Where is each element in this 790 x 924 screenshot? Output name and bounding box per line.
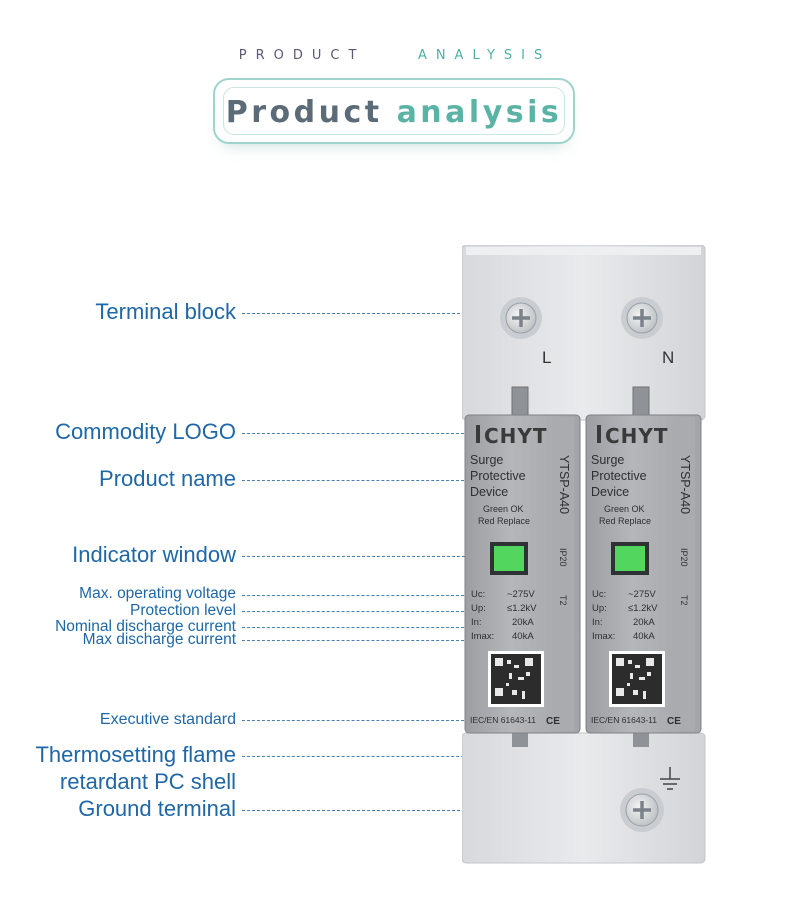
terminal-screw-n [621, 297, 663, 339]
leader-nominal-discharge [242, 627, 474, 628]
leader-commodity-logo [242, 433, 474, 434]
leader-product-name [242, 480, 474, 481]
spec-imax-key-2: Imax: [592, 631, 615, 642]
standard-label: IEC/EN 61643-11 [470, 715, 536, 725]
spec-imax-key: Imax: [471, 631, 494, 642]
product-name-line3-2: Device [591, 485, 629, 499]
terminal-screw-l [500, 297, 542, 339]
indicator-window-2 [615, 546, 645, 571]
pole-n-label: N [662, 348, 674, 367]
spec-in-key: In: [471, 617, 482, 628]
product-name-line1: Surge [470, 453, 503, 467]
ground-symbol-icon [660, 767, 680, 790]
section-title: Product analysis [215, 95, 573, 130]
spec-up-key: Up: [471, 603, 486, 614]
surge-protective-device: L N CHYT Surge Protective Device Green O… [462, 245, 706, 864]
ground-terminal-screw [620, 788, 664, 832]
label-executive-standard: Executive standard [99, 711, 236, 728]
section-title-frame: Product analysis [213, 78, 575, 144]
subtitle-part-b: ANALYSIS [417, 48, 552, 63]
pole-l-label: L [542, 348, 551, 367]
ip-rating-2: IP20 [679, 548, 689, 567]
indicator-window [494, 546, 524, 571]
leader-thermosetting [242, 756, 514, 757]
spec-uc-key-2: Uc: [592, 589, 606, 600]
spec-uc-value: ~275V [507, 589, 535, 600]
model-number-2: YTSP-A40 [678, 455, 692, 514]
product-name-line2-2: Protective [591, 469, 647, 483]
label-thermosetting-line1: Thermosetting flame [35, 742, 236, 767]
spec-in-key-2: In: [592, 617, 603, 628]
spec-in-value-2: 20kA [633, 617, 655, 628]
label-max-operating-voltage: Max. operating voltage [79, 585, 236, 602]
spec-in-value: 20kA [512, 617, 534, 628]
spec-imax-value-2: 40kA [633, 631, 655, 642]
product-name-line1-2: Surge [591, 453, 624, 467]
label-nominal-discharge: Nominal discharge current [55, 618, 236, 635]
ce-mark-2: CE [667, 716, 681, 727]
leader-protection-level [242, 611, 474, 612]
leader-max-discharge [242, 640, 474, 641]
type-class-2: T2 [679, 595, 689, 606]
brand-logo-2: CHYT [605, 424, 669, 448]
standard-label-2: IEC/EN 61643-11 [591, 715, 657, 725]
product-name-line2: Protective [470, 469, 526, 483]
spec-imax-value: 40kA [512, 631, 534, 642]
label-commodity-logo: Commodity LOGO [55, 419, 236, 444]
spec-up-key-2: Up: [592, 603, 607, 614]
label-max-discharge: Max discharge current [82, 631, 236, 648]
label-protection-level: Protection level [130, 602, 236, 619]
leader-terminal-block [242, 313, 510, 314]
leader-max-operating-voltage [242, 595, 474, 596]
module-1: CHYT Surge Protective Device Green OK Re… [464, 414, 581, 734]
indicator-legend-replace: Red Replace [478, 516, 530, 526]
type-class: T2 [558, 595, 568, 606]
leader-ground-terminal [242, 810, 620, 811]
label-thermosetting-line2: retardant PC shell [59, 769, 236, 794]
product-name-line3: Device [470, 485, 508, 499]
section-subtitle: PRODUCT ANALYSIS [0, 48, 790, 63]
label-ground-terminal: Ground terminal [78, 796, 236, 821]
brand-logo: CHYT [484, 424, 548, 448]
title-part-b: analysis [396, 95, 563, 130]
title-part-a: Product [225, 95, 383, 130]
qr-code [488, 651, 544, 707]
spec-up-value-2: ≤1.2kV [628, 603, 658, 614]
spec-up-value: ≤1.2kV [507, 603, 537, 614]
ce-mark: CE [546, 716, 560, 727]
subtitle-part-a: PRODUCT [238, 48, 366, 63]
indicator-legend-ok: Green OK [483, 504, 524, 514]
label-product-name: Product name [99, 466, 236, 491]
qr-code-2 [609, 651, 665, 707]
leader-executive-standard [242, 720, 474, 721]
ip-rating: IP20 [558, 548, 568, 567]
label-terminal-block: Terminal block [95, 299, 236, 324]
label-indicator-window: Indicator window [72, 542, 236, 567]
indicator-legend-ok-2: Green OK [604, 504, 645, 514]
leader-indicator-window [242, 556, 490, 557]
model-number: YTSP-A40 [557, 455, 571, 514]
module-2: CHYT Surge Protective Device Green OK Re… [585, 414, 702, 734]
spec-uc-key: Uc: [471, 589, 485, 600]
indicator-legend-replace-2: Red Replace [599, 516, 651, 526]
spec-uc-value-2: ~275V [628, 589, 656, 600]
